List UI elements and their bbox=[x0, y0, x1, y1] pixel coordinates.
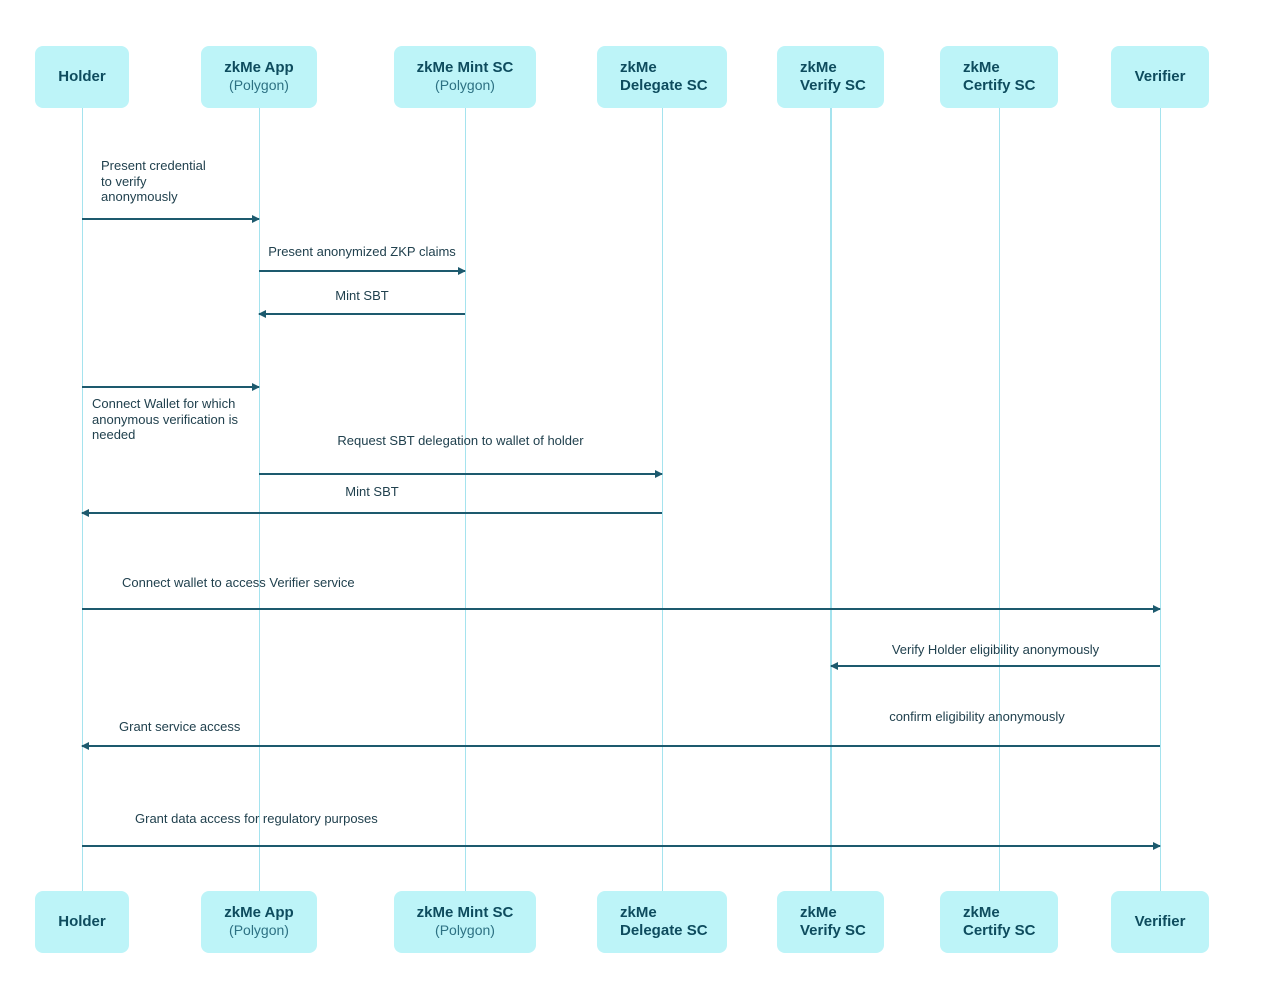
lifeline-holder bbox=[81, 108, 83, 891]
lifeline-zkme-app bbox=[258, 108, 260, 891]
arrow-present-zkp-claims bbox=[259, 267, 466, 274]
actor-label: Holder bbox=[58, 68, 106, 86]
message-grant-data-access: Grant data access for regulatory purpose… bbox=[135, 811, 378, 826]
actor-zkme-delegate-bottom: zkMe Delegate SC bbox=[597, 891, 727, 953]
arrow-grant-data-access bbox=[82, 842, 1161, 849]
actor-holder-top: Holder bbox=[35, 46, 129, 108]
actor-label: Verifier bbox=[1134, 913, 1186, 931]
actor-label: zkMe Mint SC bbox=[416, 59, 514, 77]
lifeline-verifier bbox=[1159, 108, 1161, 891]
actor-sublabel: (Polygon) bbox=[229, 77, 289, 94]
actor-label: zkMe Mint SC bbox=[416, 904, 514, 922]
actor-zkme-certify-bottom: zkMe Certify SC bbox=[940, 891, 1058, 953]
message-connect-wallet-verifier: Connect wallet to access Verifier servic… bbox=[122, 575, 355, 590]
actor-verifier-bottom: Verifier bbox=[1111, 891, 1209, 953]
message-present-zkp-claims: Present anonymized ZKP claims bbox=[268, 244, 456, 259]
actor-zkme-mint-top: zkMe Mint SC (Polygon) bbox=[394, 46, 536, 108]
actor-zkme-app-top: zkMe App (Polygon) bbox=[201, 46, 317, 108]
arrow-mint-sbt-2 bbox=[81, 509, 662, 516]
actor-zkme-certify-top: zkMe Certify SC bbox=[940, 46, 1058, 108]
actor-verifier-top: Verifier bbox=[1111, 46, 1209, 108]
actor-label: zkMe Verify SC bbox=[800, 904, 866, 939]
message-connect-wallet: Connect Wallet for which anonymous verif… bbox=[92, 396, 238, 442]
actor-zkme-app-bottom: zkMe App (Polygon) bbox=[201, 891, 317, 953]
lifeline-zkme-certify bbox=[998, 108, 1000, 891]
arrow-request-sbt-delegation bbox=[259, 470, 663, 477]
actor-zkme-delegate-top: zkMe Delegate SC bbox=[597, 46, 727, 108]
actor-label: zkMe Certify SC bbox=[963, 59, 1036, 94]
actor-sublabel: (Polygon) bbox=[435, 77, 495, 94]
actor-label: zkMe Delegate SC bbox=[620, 59, 708, 94]
message-verify-eligibility: Verify Holder eligibility anonymously bbox=[891, 642, 1100, 657]
actor-label: zkMe Delegate SC bbox=[620, 904, 708, 939]
message-grant-service-access: Grant service access bbox=[119, 719, 241, 734]
actor-label: zkMe Certify SC bbox=[963, 904, 1036, 939]
arrow-present-credential bbox=[82, 215, 260, 222]
message-request-sbt-delegation: Request SBT delegation to wallet of hold… bbox=[337, 433, 584, 448]
actor-zkme-verify-top: zkMe Verify SC bbox=[777, 46, 884, 108]
arrow-connect-wallet-verifier bbox=[82, 605, 1161, 612]
actor-label: zkMe Verify SC bbox=[800, 59, 866, 94]
actor-zkme-verify-bottom: zkMe Verify SC bbox=[777, 891, 884, 953]
actor-sublabel: (Polygon) bbox=[435, 922, 495, 939]
arrow-verify-eligibility bbox=[830, 662, 1160, 669]
arrow-connect-wallet bbox=[82, 383, 260, 390]
arrow-grant-service-access bbox=[81, 742, 1160, 749]
actor-label: Holder bbox=[58, 913, 106, 931]
lifeline-zkme-delegate bbox=[661, 108, 663, 891]
arrow-mint-sbt-1 bbox=[258, 310, 465, 317]
lifeline-zkme-verify bbox=[830, 108, 832, 891]
actor-sublabel: (Polygon) bbox=[229, 922, 289, 939]
actor-holder-bottom: Holder bbox=[35, 891, 129, 953]
actor-label: zkMe App bbox=[224, 59, 294, 77]
actor-label: Verifier bbox=[1134, 68, 1186, 86]
message-mint-sbt-1: Mint SBT bbox=[335, 288, 389, 303]
message-present-credential: Present credential to verify anonymously bbox=[101, 158, 206, 204]
message-confirm-eligibility: confirm eligibility anonymously bbox=[889, 709, 1065, 724]
actor-zkme-mint-bottom: zkMe Mint SC (Polygon) bbox=[394, 891, 536, 953]
message-mint-sbt-2: Mint SBT bbox=[345, 484, 399, 499]
actor-label: zkMe App bbox=[224, 904, 294, 922]
lifeline-zkme-mint bbox=[464, 108, 466, 891]
